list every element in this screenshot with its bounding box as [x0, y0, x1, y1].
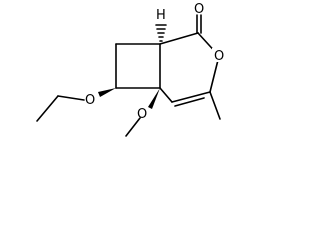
bond-o-methyl	[125, 117, 141, 137]
bond-c1-c2	[159, 32, 199, 45]
bond-ch2-ch3	[36, 95, 59, 122]
bond-o-ch2	[57, 95, 85, 101]
ethoxy-oxygen-label: O	[85, 93, 95, 108]
bond-c4-c5	[171, 91, 211, 103]
structure-diagram: O O O O H	[36, 2, 226, 137]
ring-oxygen-label: O	[214, 49, 224, 64]
hashed-bond-c1-h	[155, 24, 167, 42]
bond-c4-methyl	[209, 91, 221, 120]
wedge-bond-c6-o	[148, 88, 160, 109]
wedge-bond-c8-o	[98, 88, 116, 97]
bond-c4-c5-double	[174, 97, 205, 107]
carbonyl-oxygen-label: O	[194, 2, 204, 17]
stereo-hydrogen-label: H	[156, 8, 166, 23]
methoxy-oxygen-label: O	[137, 107, 147, 122]
bond-c5-c6	[159, 87, 173, 103]
